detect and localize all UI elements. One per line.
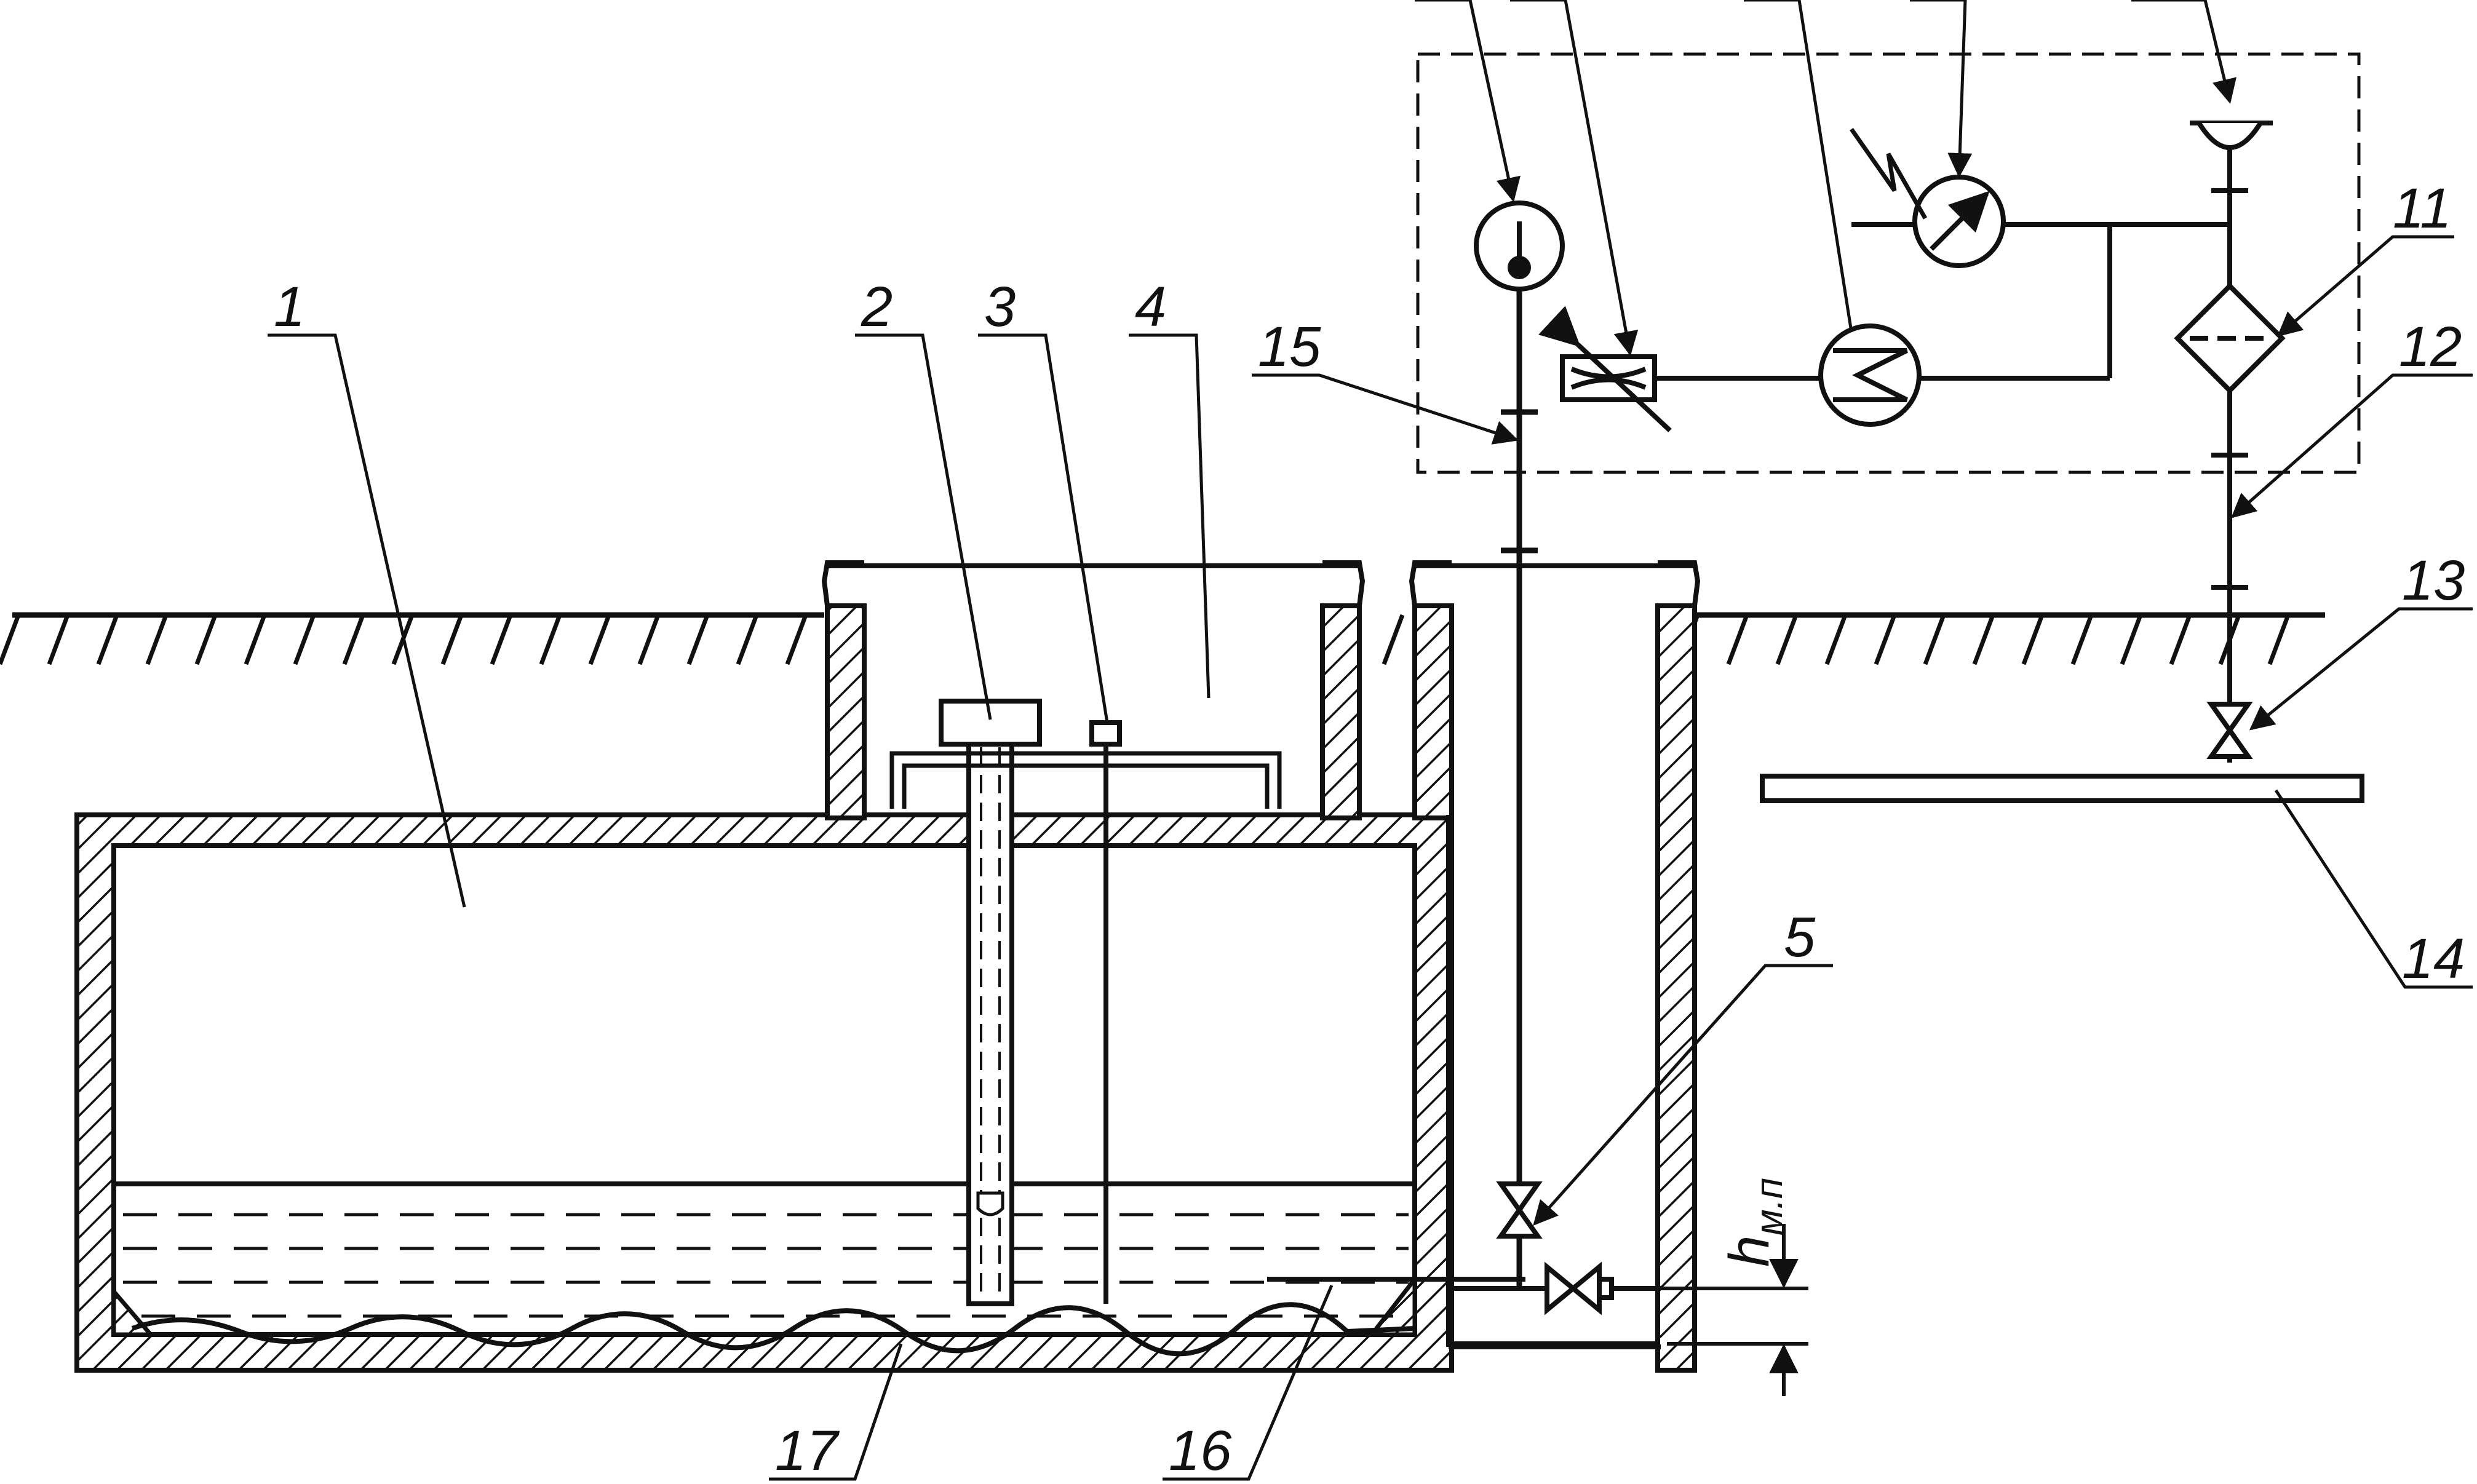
sampling-pipe: [1267, 1277, 1547, 1291]
product-liquid: [123, 1213, 1409, 1318]
sensor-3: [1089, 720, 1122, 1304]
signal-icon: [1850, 127, 1928, 220]
height-dimension: [1612, 1224, 1808, 1396]
pressure-gauge-icon: [1912, 175, 2006, 268]
callout-5: 5: [1784, 906, 1816, 969]
callout-1: 1: [274, 276, 305, 338]
manhole-plate: [889, 751, 1282, 809]
sediment-layer: [131, 1302, 1415, 1357]
valve-13: [2206, 702, 2253, 759]
callout-15: 15: [1258, 315, 1321, 378]
callout-12: 12: [2399, 315, 2462, 378]
flow-regulator-icon: [1538, 306, 1672, 432]
callout-16: 16: [1169, 1419, 1232, 1482]
valve-5: [1496, 1181, 1543, 1239]
callout-labels: 1 2 3 4 5 11 12 13 14 15 16 17: [274, 177, 2465, 1482]
vertical-pipe: [1501, 246, 1538, 1288]
valve-icon: [1545, 1261, 1602, 1315]
manhole-rims: [821, 560, 1701, 606]
main-pipeline: [1760, 774, 2364, 803]
flow-meter-icon: [1818, 323, 1922, 427]
callout-17: 17: [775, 1419, 840, 1482]
callout-13: 13: [2402, 549, 2465, 612]
callout-4: 4: [1135, 276, 1166, 338]
leader-lines: [268, 0, 2473, 1481]
callout-14: 14: [2402, 927, 2465, 990]
filter-icon: [2174, 282, 2286, 394]
callout-11: 11: [2393, 177, 2452, 240]
callout-3: 3: [984, 276, 1016, 338]
callout-2: 2: [861, 276, 893, 338]
panel-piping: [1655, 148, 2248, 763]
funnel-icon: [2190, 121, 2273, 150]
ground-surface: [0, 612, 2325, 665]
instrument-panel: [1416, 52, 2361, 474]
tank-walls: [74, 603, 1697, 1373]
tank-interior: [114, 815, 1661, 1349]
valve-icon: [1496, 1181, 1543, 1239]
thermometer-icon: [1474, 200, 1565, 292]
level-gauge-2: [939, 699, 1042, 1306]
tank-bottom-bevels: [111, 1272, 1417, 1337]
valve-icon: [2206, 702, 2253, 759]
height-label: hм.п: [1718, 1178, 1791, 1267]
